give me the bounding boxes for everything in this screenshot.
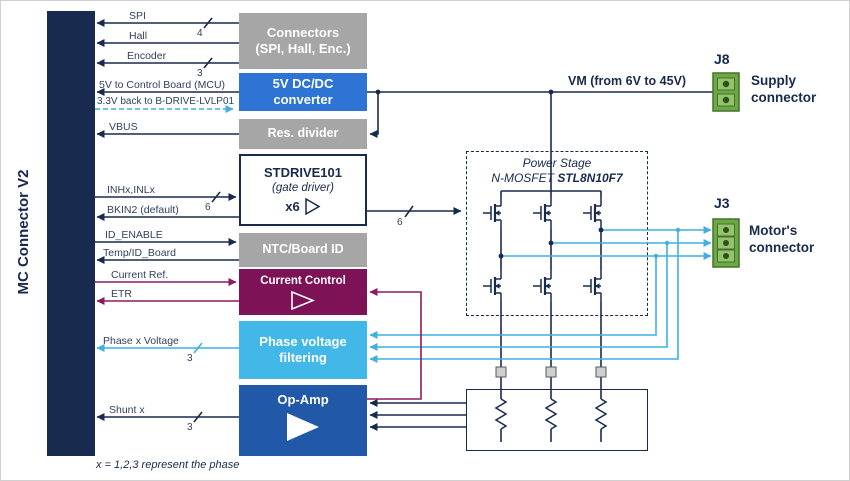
stdrive-mult: x6 [285,198,300,214]
block-phase-voltage-filtering: Phase voltage filtering [239,321,367,379]
j8-ref: J8 [714,51,730,67]
block-current-control: Current Control [239,269,367,315]
gate-driver-triangle-icon [304,198,321,216]
signal-label-bkin2: BKIN2 (default) [107,204,179,216]
power-stage-title: Power Stage [522,156,592,170]
block-ntc-board-id: NTC/Board ID [239,233,367,267]
signal-label-hall: Hall [129,30,148,42]
mc-connector-bar [47,11,95,456]
j3-terminal-icon [712,218,740,268]
opamp-label: Op-Amp [277,392,329,407]
block-connectors: Connectors (SPI, Hall, Enc.) [239,13,367,69]
j8-terminal-icon [712,72,740,112]
power-stage-device-name: STL8N10F7 [557,171,623,185]
current-control-label: Current Control [260,275,346,287]
power-stage-device: N-MOSFET STL8N10F7 [466,171,648,185]
filter-line2: filtering [279,350,327,365]
block-connectors-line2: (SPI, Hall, Enc.) [255,41,351,56]
phase-footnote: x = 1,2,3 represent the phase [96,459,240,471]
power-stage-device-prefix: N-MOSFET [491,171,558,185]
j3-name: Motor's connector [749,223,815,255]
signal-label-vbus: VBUS [109,121,138,133]
block-res-divider: Res. divider [239,119,367,149]
shunt-resistors-box [466,389,648,451]
block-resdiv-label: Res. divider [267,126,339,141]
bus-width-gate: 6 [397,217,403,228]
j8-name: Supply connector [751,73,817,105]
j3-ref: J3 [714,195,730,211]
smd-sense-resistors [495,366,607,378]
vm-label: VM (from 6V to 45V) [568,74,687,88]
block-dcdc-line1: 5V DC/DC [272,75,334,91]
opamp-triangle-icon [287,413,319,442]
block-connectors-line1: Connectors [266,24,340,40]
block-dcdc-line2: converter [273,92,333,107]
bus-width-shunt: 3 [187,422,193,433]
bus-width-encoder: 3 [197,68,203,79]
signal-label-phase-v: Phase x Voltage [103,335,179,347]
signal-label-5v: 5V to Control Board (MCU) [99,79,226,91]
block-stdrive101: STDRIVE101 (gate driver) x6 [239,154,367,226]
signal-label-inhinl: INHx,INLx [107,184,155,196]
signal-label-shunt: Shunt x [109,404,145,416]
signal-label-id-enable: ID_ENABLE [105,229,163,241]
bus-width-phase: 3 [187,353,193,364]
signal-label-encoder: Encoder [127,50,167,62]
block-op-amp: Op-Amp [239,385,367,456]
signal-label-temp-id: Temp/ID_Board [103,247,176,259]
signal-label-etr: ETR [111,288,132,300]
filter-line1: Phase voltage [259,333,347,349]
signal-label-spi: SPI [129,10,146,22]
stdrive-subtitle: (gate driver) [272,181,334,194]
current-control-opamp-icon [291,291,315,311]
stdrive-title: STDRIVE101 [263,164,343,180]
bus-width-inhinl: 6 [205,202,211,213]
ntc-label: NTC/Board ID [262,242,344,257]
signal-label-3v3: 3.3V back to B-DRIVE-LVLP01 [97,96,235,107]
block-5v-dcdc-converter: 5V DC/DC converter [239,73,367,111]
bus-width-spi: 4 [197,28,203,39]
signal-label-current-ref: Current Ref. [111,269,169,281]
mc-connector-label: MC Connector V2 [15,169,32,295]
